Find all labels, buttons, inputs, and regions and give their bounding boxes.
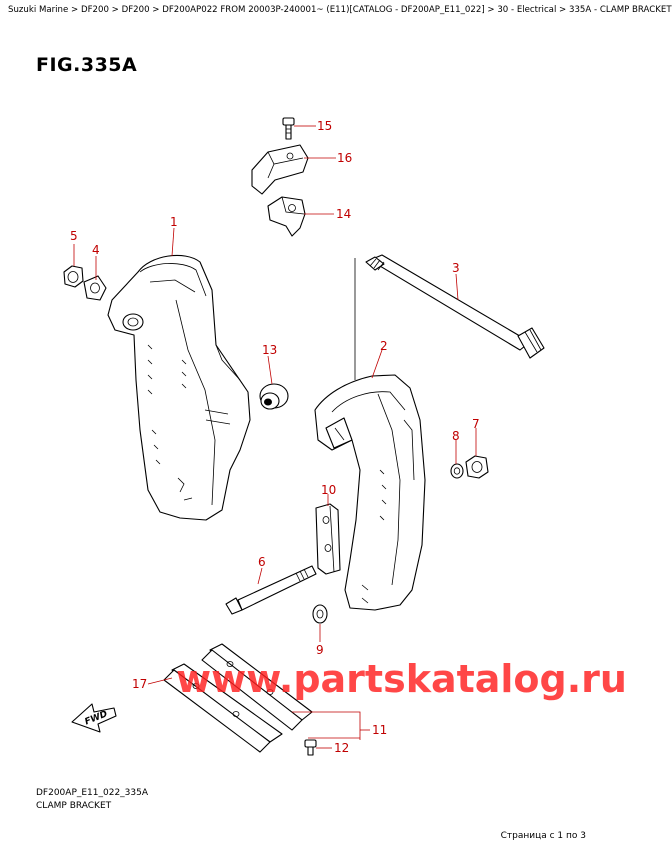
- part-7-nut[interactable]: [465, 455, 489, 479]
- callout-8[interactable]: 8: [452, 429, 460, 443]
- callout-7[interactable]: 7: [472, 417, 480, 431]
- part-10-plate[interactable]: [315, 503, 341, 575]
- part-13-grommet[interactable]: [259, 383, 289, 410]
- part-4-washer[interactable]: [83, 275, 107, 301]
- callout-11[interactable]: 11: [372, 723, 387, 737]
- callout-2[interactable]: 2: [380, 339, 388, 353]
- callout-1[interactable]: 1: [170, 215, 178, 229]
- callout-labels: 15 16 14 5 4 1 13 3 2 8 7 10 6 9 17 11 1…: [70, 119, 480, 755]
- callout-17[interactable]: 17: [132, 677, 147, 691]
- fwd-arrow-icon: FWD: [71, 703, 117, 733]
- part-16-upper-clip[interactable]: [251, 144, 309, 195]
- figure-code: DF200AP_E11_022_335A: [36, 788, 149, 798]
- figure-caption: CLAMP BRACKET: [36, 801, 112, 811]
- callout-4[interactable]: 4: [92, 243, 100, 257]
- callout-14[interactable]: 14: [336, 207, 351, 221]
- watermark: www.partskatalog.ru: [176, 657, 627, 701]
- part-5-nut[interactable]: [63, 265, 84, 288]
- callout-15[interactable]: 15: [317, 119, 332, 133]
- part-12-screw[interactable]: [304, 739, 317, 756]
- part-6-bolt[interactable]: [225, 565, 317, 615]
- part-2-clamp-bracket-right[interactable]: [314, 374, 426, 611]
- part-9-washer[interactable]: [312, 604, 328, 624]
- part-1-clamp-bracket-left[interactable]: [107, 254, 251, 521]
- part-15-bolt[interactable]: [282, 117, 295, 140]
- callout-3[interactable]: 3: [452, 261, 460, 275]
- callout-13[interactable]: 13: [262, 343, 277, 357]
- callout-9[interactable]: 9: [316, 643, 324, 657]
- figure-title: FIG.335A: [36, 54, 138, 76]
- callout-5[interactable]: 5: [70, 229, 78, 243]
- part-14-lower-clip[interactable]: [267, 196, 306, 237]
- page-info: Страница с 1 по 3: [500, 831, 586, 841]
- part-11-pads[interactable]: [163, 643, 313, 753]
- callout-leaders: [73, 125, 477, 749]
- breadcrumb[interactable]: Suzuki Marine > DF200 > DF200 > DF200AP0…: [8, 5, 672, 15]
- callout-16[interactable]: 16: [337, 151, 352, 165]
- callout-6[interactable]: 6: [258, 555, 266, 569]
- part-8-washer[interactable]: [450, 463, 464, 479]
- part-3-tilt-tube[interactable]: [354, 254, 545, 380]
- exploded-parts-diagram: FWD 15 16 14 5 4 1 13 3 2 8 7 10: [63, 117, 627, 756]
- callout-10[interactable]: 10: [321, 483, 336, 497]
- callout-12[interactable]: 12: [334, 741, 349, 755]
